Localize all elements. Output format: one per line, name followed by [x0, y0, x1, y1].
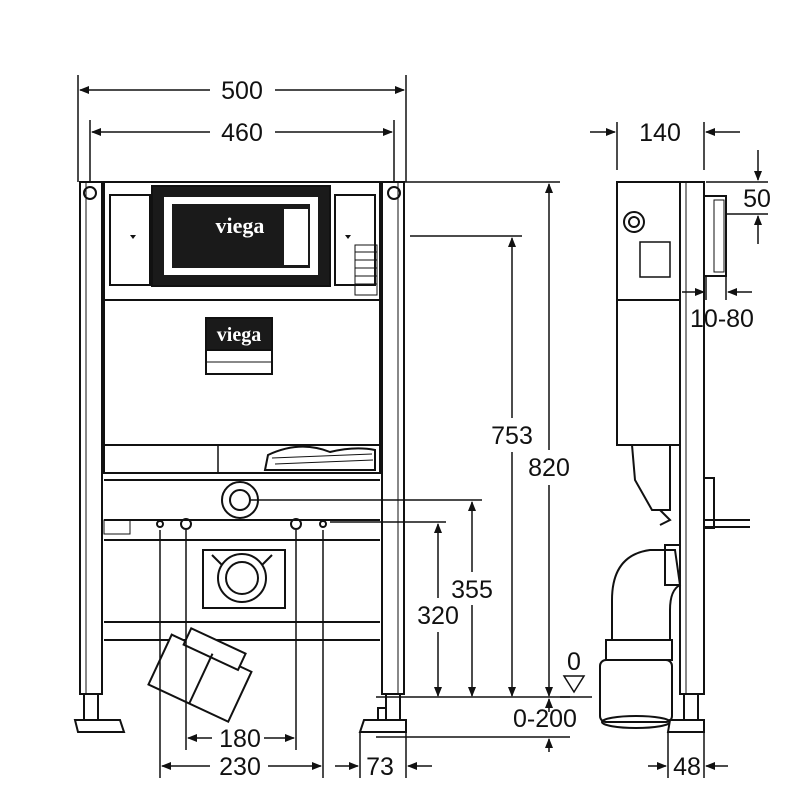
dim-140: 140 — [639, 119, 681, 147]
dim-48: 48 — [673, 753, 701, 781]
dim-753: 753 — [491, 422, 533, 450]
dim-10-80: 10-80 — [690, 305, 754, 333]
right-upright — [381, 181, 405, 695]
logo-mid: viega — [217, 324, 261, 346]
left-upright — [79, 181, 103, 695]
side-cistern-top — [616, 181, 681, 301]
dim-0: 0 — [567, 648, 581, 676]
dim-180: 180 — [219, 725, 261, 753]
dim-500: 500 — [221, 77, 263, 105]
drain-connection — [217, 553, 267, 603]
dim-0-200: 0-200 — [513, 705, 577, 733]
floor-level-triangle-icon — [560, 675, 592, 698]
drain-pipe — [147, 626, 253, 724]
dim-355: 355 — [451, 576, 493, 604]
logo-top: viega — [216, 213, 265, 238]
right-foot — [385, 693, 401, 721]
dimension-labels: 500 460 140 50 10-80 753 820 355 320 0 0… — [219, 77, 771, 781]
dim-50: 50 — [743, 185, 771, 213]
dimension-lines — [77, 75, 768, 778]
left-foot — [83, 693, 99, 721]
side-view — [599, 181, 750, 733]
front-view: viega viega — [73, 181, 407, 733]
side-drain-bend — [611, 549, 682, 641]
dim-73: 73 — [366, 753, 394, 781]
dim-460: 460 — [221, 119, 263, 147]
dim-820: 820 — [528, 454, 570, 482]
side-frame-rail — [679, 181, 705, 695]
dim-230: 230 — [219, 753, 261, 781]
dim-320: 320 — [417, 602, 459, 630]
side-cistern-body — [616, 299, 681, 446]
